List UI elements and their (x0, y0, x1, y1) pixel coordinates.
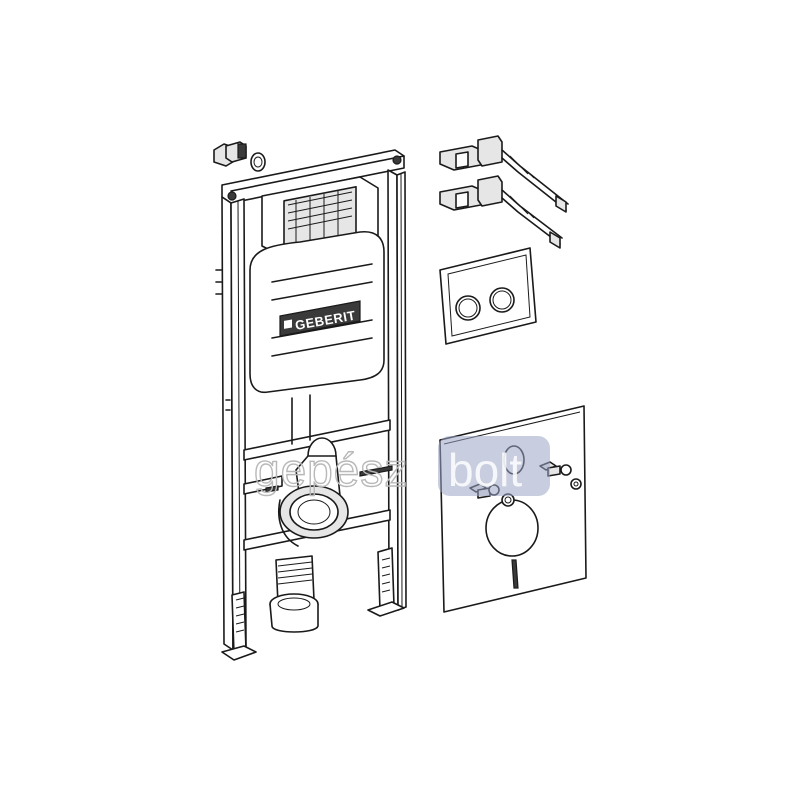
drain-pipe-elbow (265, 437, 393, 633)
flush-plate-dual-button (439, 247, 537, 345)
wall-fixing-bracket-upper (439, 135, 569, 213)
flush-button-small (455, 295, 481, 321)
watermark-badge (438, 436, 550, 496)
watermark-text: gepész (254, 444, 408, 496)
flush-button-large (489, 287, 515, 313)
concealed-cistern: GEBERIT (249, 176, 385, 394)
mounting-screw-washer (213, 141, 266, 172)
store-watermark: gepész bolt (253, 436, 550, 497)
wall-fixing-bracket-lower (439, 175, 563, 249)
watermark-badge-text: bolt (448, 444, 522, 496)
